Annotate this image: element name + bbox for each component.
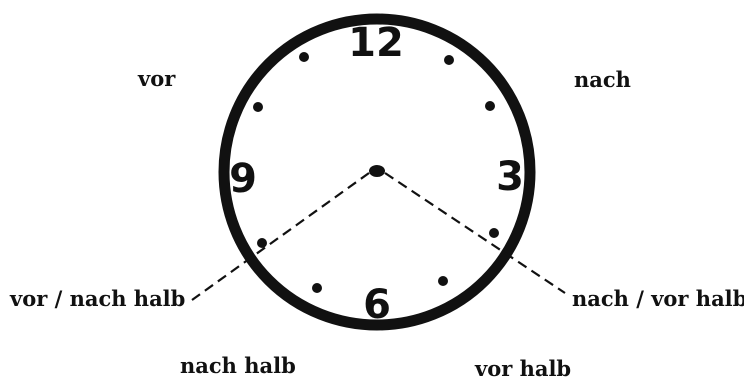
hour-dot-10 (253, 102, 263, 112)
numeral-9: 9 (229, 156, 257, 202)
hour-dot-11 (299, 52, 309, 62)
numeral-12: 12 (348, 20, 404, 66)
dashed-line-right (385, 173, 565, 293)
label-vor-nach-halb: vor / nach halb (10, 288, 185, 309)
hour-dot-8 (257, 238, 267, 248)
numeral-6: 6 (363, 282, 391, 328)
label-nach-vor-halb: nach / vor halb (572, 288, 744, 309)
dashed-line-left (192, 173, 369, 300)
label-nach: nach (574, 69, 631, 90)
label-vor-halb: vor halb (475, 358, 571, 379)
hour-dot-2 (485, 101, 495, 111)
hour-dot-5 (438, 276, 448, 286)
label-vor: vor (138, 68, 175, 89)
hour-dot-1 (444, 55, 454, 65)
hour-dot-7 (312, 283, 322, 293)
numeral-3: 3 (496, 154, 524, 200)
center-dot (369, 165, 385, 177)
hour-dot-4 (489, 228, 499, 238)
label-nach-halb: nach halb (180, 355, 296, 376)
